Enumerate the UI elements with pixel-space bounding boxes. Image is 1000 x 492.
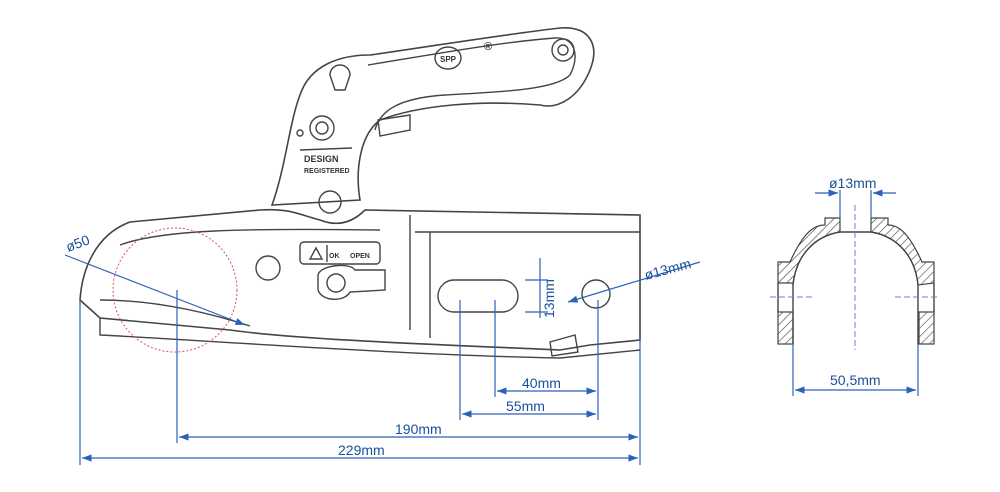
section-width-label: 50,5mm — [830, 372, 881, 388]
open-label: OPEN — [350, 253, 370, 260]
dimensions: ø50 ø13mm 13mm 40mm 55mm 190mm 229mm — [64, 231, 701, 465]
dim-229-label: 229mm — [338, 442, 385, 458]
registered-label: REGISTERED — [304, 168, 350, 175]
slot-height-label: 13mm — [541, 279, 557, 318]
dim-55-label: 55mm — [506, 398, 545, 414]
wear-indicator: OK OPEN — [299, 241, 386, 300]
svg-text:®: ® — [484, 41, 492, 53]
ball-circle — [112, 227, 238, 353]
slot — [437, 279, 519, 313]
section-hole-label: ø13mm — [829, 175, 876, 191]
svg-text:SPP: SPP — [440, 55, 457, 64]
ball-diameter-label: ø50 — [64, 231, 92, 254]
dim-40-label: 40mm — [522, 375, 561, 391]
design-label: DESIGN — [304, 154, 339, 164]
cross-section: ø13mm 50,5mm — [770, 175, 940, 396]
bolt-hole — [581, 279, 611, 309]
brand-logo: SPP ® — [434, 41, 492, 70]
dim-190-label: 190mm — [395, 421, 442, 437]
ok-label: OK — [329, 253, 340, 260]
handle: DESIGN REGISTERED SPP ® — [270, 27, 595, 214]
hole-diameter-label: ø13mm — [643, 255, 693, 283]
